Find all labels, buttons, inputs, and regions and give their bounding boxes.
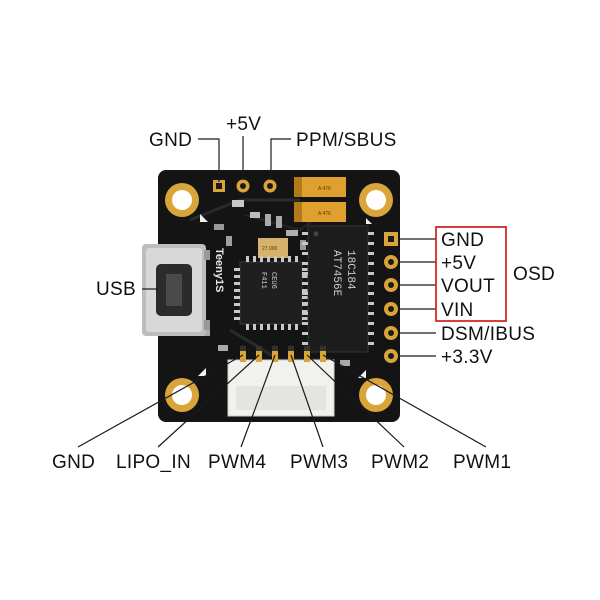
capacitor-1: A 476: [294, 177, 346, 197]
leader-ppm: [270, 138, 291, 180]
mounting-hole-br: [359, 378, 393, 412]
label-3v3: +3.3V: [441, 347, 493, 368]
label-osd-5v: +5V: [441, 253, 476, 274]
leader-gnd-bottom: [77, 354, 244, 448]
leader-pwm1: [322, 354, 487, 448]
top-header-pads: [213, 179, 277, 193]
label-osd: OSD: [513, 264, 555, 285]
label-pwm3: PWM3: [290, 452, 348, 473]
mcu-text-1: F411: [259, 272, 267, 289]
label-5v-top: +5V: [226, 114, 261, 135]
leader-pwm2: [306, 354, 405, 448]
passive-components: 27.000: [200, 200, 350, 366]
capacitor-2-label: A 476: [318, 211, 331, 217]
leader-gnd-top: [198, 138, 220, 182]
usb-connector: [142, 244, 210, 336]
right-pads: [384, 232, 398, 363]
bottom-connector: [227, 346, 335, 417]
leader-pwm4: [240, 354, 276, 448]
label-gnd-top: GND: [149, 130, 192, 151]
mcu-text-2: CEU6: [269, 272, 277, 289]
mounting-hole-bl: [165, 378, 199, 412]
capacitor-1-label: A 476: [318, 186, 331, 192]
mounting-hole-tr: [359, 183, 393, 217]
leader-pwm3: [290, 354, 324, 448]
label-pwm1: PWM1: [453, 452, 511, 473]
labels: GND +5V PPM/SBUS USB GND +5V VOUT VIN OS…: [52, 114, 555, 473]
label-osd-gnd: GND: [441, 230, 484, 251]
osd-chip-text-1: AT7456E: [330, 250, 342, 297]
label-dsm-ibus: DSM/IBUS: [441, 324, 535, 345]
leader-lines: [77, 136, 487, 448]
label-gnd-bottom: GND: [52, 452, 95, 473]
label-osd-vin: VIN: [441, 300, 474, 321]
mounting-hole-tl: [165, 183, 199, 217]
label-lipo-in: LIPO_IN: [116, 452, 191, 473]
capacitor-2: A 476: [294, 202, 346, 222]
osd-group-box: [435, 226, 507, 322]
board-silkscreen: Teeny1S: [213, 248, 225, 292]
osd-chip-text-2: 18C184: [344, 250, 356, 290]
label-ppm-sbus: PPM/SBUS: [296, 130, 397, 151]
label-osd-vout: VOUT: [441, 276, 495, 297]
label-usb: USB: [96, 279, 136, 300]
crystal-label: 27.000: [262, 246, 278, 252]
osd-chip: AT7456E 18C184: [302, 225, 374, 353]
leader-lipo: [157, 354, 260, 448]
label-pwm4: PWM4: [208, 452, 266, 473]
mcu-chip: F411 CEU6: [234, 256, 308, 330]
label-pwm2: PWM2: [371, 452, 429, 473]
